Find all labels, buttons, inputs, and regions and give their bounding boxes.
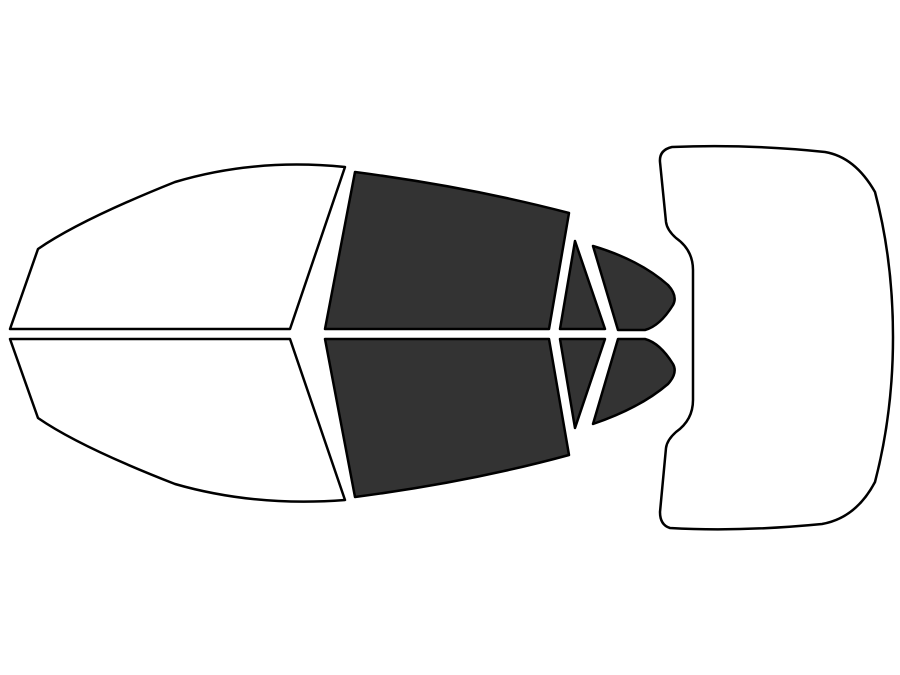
rear-door-window-right [558, 337, 607, 430]
front-door-window-left [323, 170, 571, 331]
rear-door-window-left [558, 239, 607, 331]
front-door-window-right [323, 337, 571, 499]
windshield-left-half [8, 163, 347, 331]
rear-quarter-window-right [591, 337, 676, 426]
windshield-right-half [8, 337, 347, 503]
rear-window [658, 144, 895, 531]
rear-quarter-window-left [591, 244, 676, 332]
